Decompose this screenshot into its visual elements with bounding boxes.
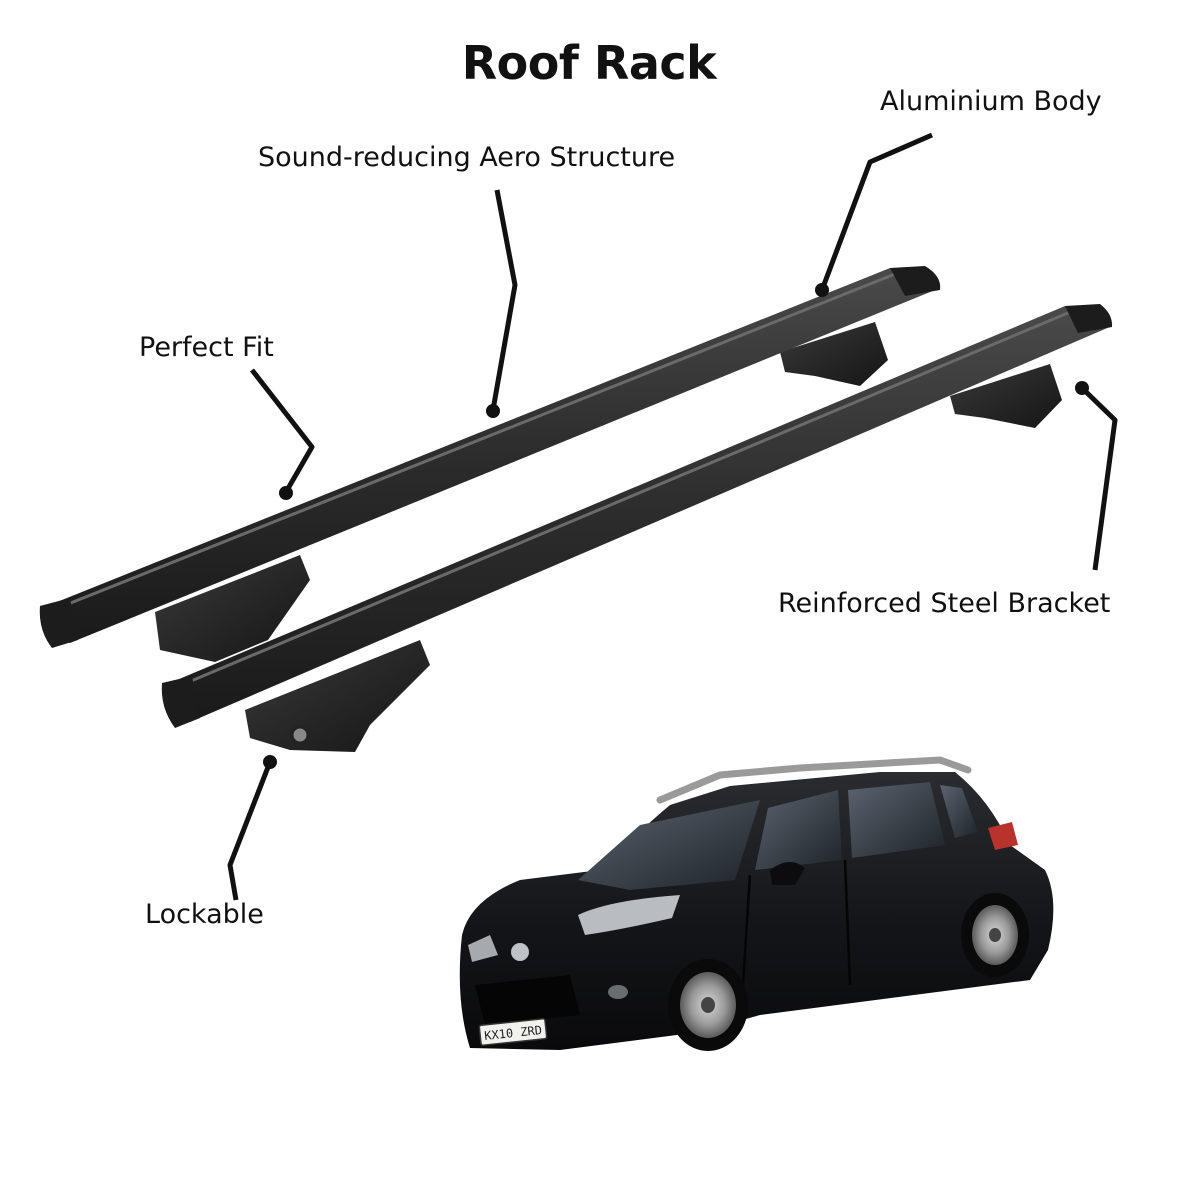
front-bar-right-foot: [950, 364, 1062, 428]
front-bar-left-endcap: [161, 676, 200, 728]
car-rear-wheel: [961, 893, 1029, 977]
car-windscreen: [578, 800, 760, 890]
leader-fit: [250, 368, 315, 494]
rear-bar-left-endcap: [39, 598, 78, 648]
leader-steel: [1080, 386, 1118, 571]
callout-lockable: Lockable: [145, 899, 264, 930]
lock-cylinder: [290, 725, 310, 745]
leader-lockable: [227, 761, 273, 901]
dot-steel: [1075, 381, 1089, 395]
front-bar-left-foot: [245, 640, 430, 752]
car-license-plate: [478, 1018, 548, 1046]
front-bar-body: [165, 306, 1112, 722]
callout-aluminium-body: Aluminium Body: [880, 86, 1102, 117]
rear-bar-right-foot: [780, 322, 888, 386]
callout-steel-bracket: Reinforced Steel Bracket: [778, 588, 1111, 619]
car-rear-side-window: [848, 782, 945, 858]
car-rear-quarter-window: [940, 785, 978, 838]
leader-dots: [263, 283, 1089, 769]
car-roof-rail: [656, 756, 972, 804]
rear-bar-body: [42, 268, 940, 643]
dot-aero: [486, 404, 500, 418]
callout-perfect-fit: Perfect Fit: [139, 332, 274, 363]
leader-lines: [227, 132, 1118, 901]
rear-bar-right-endcap: [890, 266, 941, 296]
callout-aero-structure: Sound-reducing Aero Structure: [258, 142, 676, 173]
dot-aluminium: [815, 283, 829, 297]
car-grille: [475, 975, 580, 1025]
car-illustration: KX10 ZRD: [459, 756, 1054, 1051]
car-front-side-window: [755, 790, 842, 870]
dot-lockable: [263, 755, 277, 769]
rear-bar-left-foot: [155, 555, 310, 662]
front-bar-right-endcap: [1065, 304, 1113, 333]
front-roof-bar: [161, 304, 1113, 752]
rear-roof-bar: [39, 266, 941, 662]
car-side-mirror: [770, 861, 805, 885]
car-headlight: [578, 895, 680, 935]
leader-aero: [490, 189, 518, 411]
car-badge: [511, 943, 529, 961]
car-tail-light: [988, 822, 1018, 850]
car-license-plate-text: KX10 ZRD: [484, 1023, 543, 1043]
car-front-wheel: [668, 959, 748, 1051]
page-title: Roof Rack: [461, 36, 717, 90]
dot-fit: [279, 486, 293, 500]
leader-aluminium: [819, 132, 933, 291]
